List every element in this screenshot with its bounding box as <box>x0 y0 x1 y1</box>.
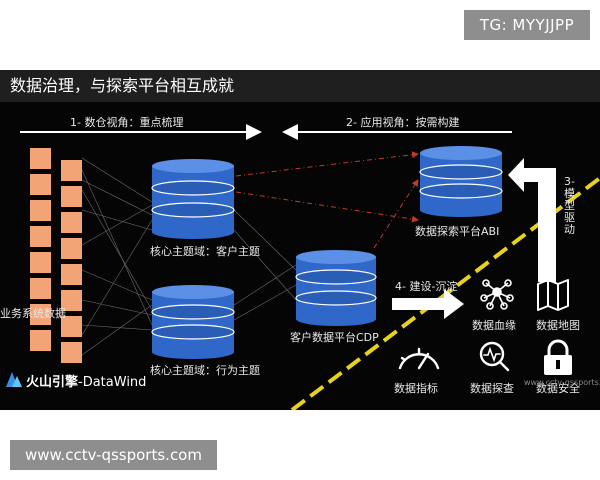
lineage-label: 数据血缘 <box>472 319 516 332</box>
customer-domain-label: 核心主题域：客户主题 <box>150 245 260 258</box>
gauge-icon <box>398 347 440 370</box>
probe-icon <box>479 341 510 372</box>
app-view-lines <box>235 151 419 249</box>
brand-logo-icon <box>6 372 22 387</box>
diagram-slide: 数据治理，与探索平台相互成就 1- 数仓视角：重点梳理 2- 应用视角：按需构建… <box>0 70 600 410</box>
customer-domain-cylinder <box>151 159 235 239</box>
abi-label: 数据探索平台ABI <box>415 225 500 238</box>
security-label: 数据安全 <box>536 382 580 395</box>
behavior-domain-label: 核心主题域：行为主题 <box>150 364 260 377</box>
model-drive-arrow <box>508 158 556 282</box>
abi-cylinder <box>419 146 503 217</box>
build-settle-label: 4- 建设-沉淀 <box>395 280 458 293</box>
metrics-label: 数据指标 <box>394 382 438 395</box>
slide-title: 数据治理，与探索平台相互成就 <box>0 70 600 102</box>
business-blocks <box>30 148 82 363</box>
brand-product: -DataWind <box>78 375 147 390</box>
brand-name: 火山引擎 <box>26 375 79 390</box>
brand-logo: 火山引擎-DataWind <box>26 371 146 390</box>
map-label: 数据地图 <box>536 319 580 332</box>
application-view-label: 2- 应用视角：按需构建 <box>346 116 460 129</box>
warehouse-view-label: 1- 数仓视角：重点梳理 <box>70 116 184 129</box>
build-settle-arrow <box>392 289 464 319</box>
model-drive-label: 3-模型驱动 <box>564 175 575 236</box>
cdp-label: 客户数据平台CDP <box>290 331 379 344</box>
site-badge: www.cctv-qssports.com <box>10 440 217 470</box>
cdp-cylinder <box>295 250 377 326</box>
lock-icon <box>544 339 572 375</box>
diagram-canvas <box>6 124 600 410</box>
flow-lines <box>81 157 297 356</box>
probe-label: 数据探查 <box>470 382 514 395</box>
watermark: www.cctv-qssports.cn <box>524 378 600 387</box>
behavior-domain-cylinder <box>151 285 235 359</box>
map-icon <box>537 279 569 311</box>
business-data-label: 业务系统数据 <box>0 307 66 320</box>
lineage-icon <box>480 279 514 310</box>
telegram-badge: TG: MYYJJPP <box>464 10 590 40</box>
